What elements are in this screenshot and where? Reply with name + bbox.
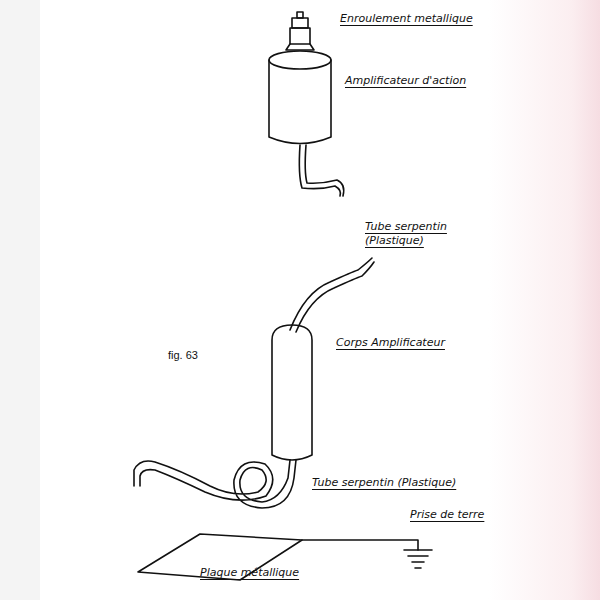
part-label: Corps Amplificateur bbox=[336, 336, 445, 350]
metal-plate bbox=[138, 534, 302, 580]
action-amplifier bbox=[269, 51, 331, 144]
plastic-tube bbox=[134, 460, 296, 508]
part-label: Plaque métallique bbox=[200, 566, 299, 580]
ground-symbol bbox=[302, 540, 432, 568]
amplifier-body bbox=[272, 325, 312, 460]
figure-number: fig. 63 bbox=[168, 348, 198, 362]
metal-winding bbox=[286, 12, 314, 50]
plastic-tube bbox=[299, 145, 343, 196]
part-label: Amplificateur d'action bbox=[345, 74, 466, 88]
page-paper bbox=[40, 0, 600, 600]
part-label: Prise de terre bbox=[410, 508, 484, 522]
part-label: Tube serpentin (Plastique) bbox=[312, 476, 456, 490]
plastic-tube bbox=[290, 258, 374, 332]
part-label: Tube serpentin (Plastique) bbox=[365, 220, 485, 248]
part-label: Enroulement metallique bbox=[340, 12, 473, 26]
